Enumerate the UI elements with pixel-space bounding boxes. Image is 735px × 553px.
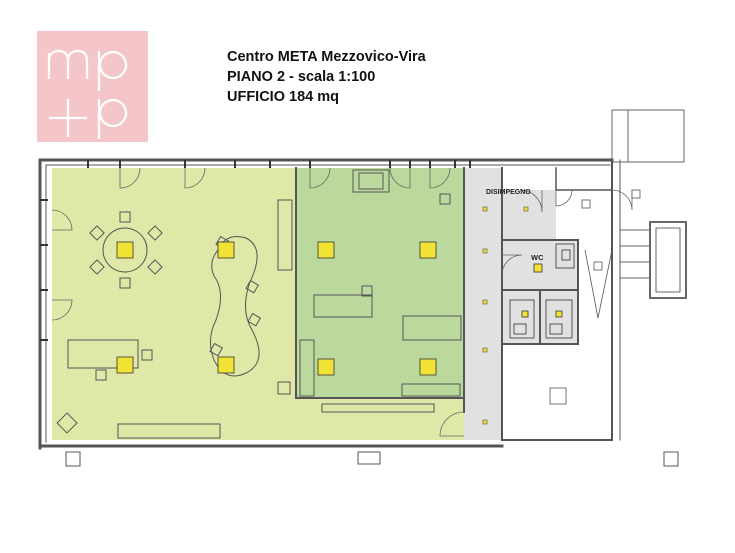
window-marks — [40, 160, 471, 341]
light-fixture — [533, 263, 543, 273]
right-stair-structure — [611, 109, 687, 299]
title-office-area: UFFICIO 184 mq — [227, 89, 339, 105]
title-floor-scale: PIANO 2 - scala 1:100 — [227, 69, 376, 85]
ceiling-lights — [116, 241, 563, 376]
light-fixture — [419, 358, 437, 376]
light-fixture — [217, 241, 235, 259]
light-fixture — [217, 356, 235, 374]
light-fixture — [419, 241, 437, 259]
logo-mark — [47, 49, 128, 139]
office-main-area — [52, 168, 296, 440]
title-block: Centro META Mezzovico-Vira PIANO 2 - sca… — [227, 47, 426, 107]
room-label-wc: WC — [531, 253, 544, 262]
office-lower-strip — [52, 398, 464, 440]
light-fixture — [555, 310, 563, 318]
right-area-marks — [549, 189, 641, 405]
light-fixture — [116, 356, 134, 374]
light-fixture — [317, 241, 335, 259]
light-fixture — [521, 310, 529, 318]
title-location: Centro META Mezzovico-Vira — [227, 49, 426, 65]
room-label-disimpegno: DISIMPEGNO — [486, 189, 531, 196]
light-fixture — [317, 358, 335, 376]
light-fixture — [116, 241, 134, 259]
logo — [37, 31, 148, 142]
walls — [38, 158, 621, 450]
furniture — [56, 169, 679, 467]
spot-lights — [482, 206, 529, 425]
corridor-upper — [502, 190, 556, 240]
doors — [51, 167, 633, 437]
